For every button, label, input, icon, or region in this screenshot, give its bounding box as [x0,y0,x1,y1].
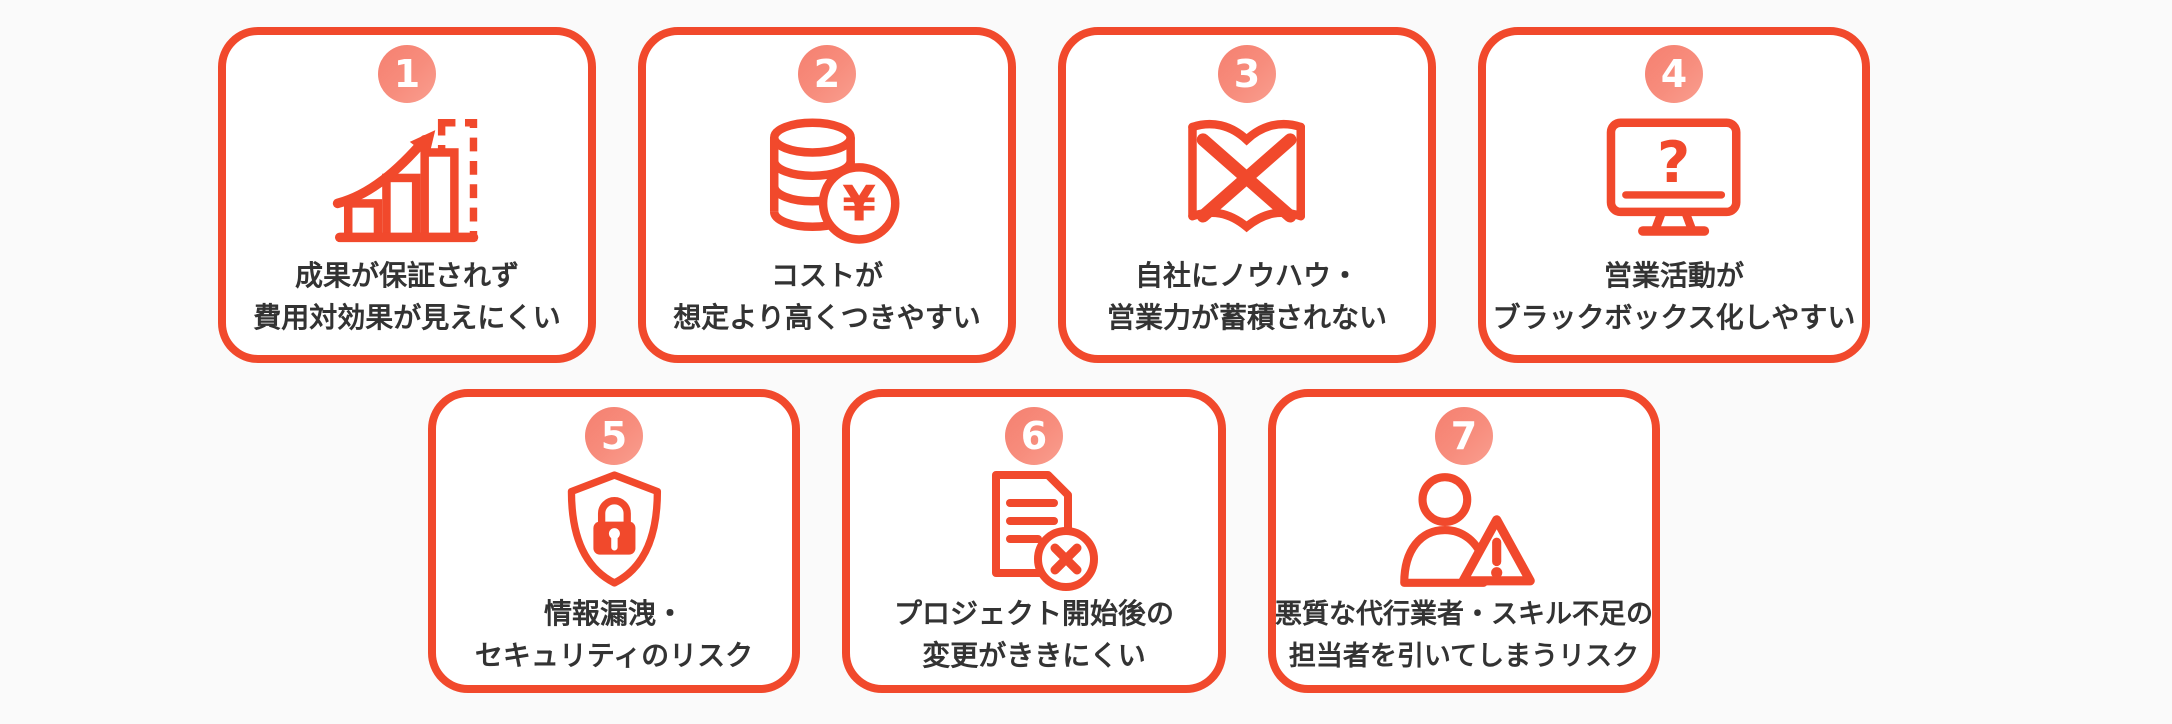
card-number: 7 [1450,414,1478,458]
book-x-icon [1066,103,1428,255]
card-label: プロジェクト開始後の 変更がききにくい [894,593,1174,677]
question-glyph: ? [1657,129,1690,196]
card-label-line: 営業活動が [1603,260,1744,291]
card-label-line: コストが [770,260,883,291]
number-badge-5: 5 [585,407,643,465]
card-label-line: プロジェクト開始後の [893,598,1174,629]
card-label-line: セキュリティのリスク [474,640,754,671]
card-label-line: 営業力が蓄積されない [1106,302,1387,333]
card-rows: 1 成果が保証されず 費用対効果が見えにくい [218,27,1870,693]
card-label-line: 担当者を引いてしまうリスク [1288,641,1640,671]
card-label-line: 費用対効果が見えにくい [253,302,561,333]
card-number: 5 [600,414,628,458]
risk-card-3: 3 自社にノウハウ・ 営業力が蓄積されない [1058,27,1436,363]
card-label-line: 悪質な代行業者・スキル不足の [1275,599,1653,629]
card-label-line: ブラックボックス化しやすい [1492,302,1856,333]
yen-glyph: ¥ [842,175,876,232]
risk-card-5: 5 情報漏洩・ セキュリティのリスク [428,389,800,693]
shield-lock-icon [436,465,792,593]
card-label-line: 成果が保証されず [294,260,519,291]
row-2: 5 情報漏洩・ セキュリティのリスク [428,389,1660,693]
card-number: 1 [393,52,421,96]
card-label: 自社にノウハウ・ 営業力が蓄積されない [1107,255,1387,339]
card-label: 成果が保証されず 費用対効果が見えにくい [253,255,560,339]
risk-card-6: 6 プロジェクト開始後の 変更がききにくい [842,389,1226,693]
document-x-icon [850,465,1218,593]
card-label: 情報漏洩・ セキュリティのリスク [475,593,753,677]
card-label-line: 変更がききにくい [922,640,1146,671]
risk-card-1: 1 成果が保証されず 費用対効果が見えにくい [218,27,596,363]
card-label-line: 想定より高くつきやすい [673,302,981,333]
coins-yen-icon: ¥ [646,103,1008,255]
card-label: 営業活動が ブラックボックス化しやすい [1493,255,1856,339]
risk-card-4: 4 ? 営業活動が ブラックボックス化しやすい [1478,27,1870,363]
number-badge-3: 3 [1218,45,1276,103]
number-badge-4: 4 [1645,45,1703,103]
number-badge-7: 7 [1435,407,1493,465]
card-number: 3 [1233,52,1261,96]
number-badge-2: 2 [798,45,856,103]
bar-chart-growth-icon [226,103,588,255]
risk-card-2: 2 ¥ コストが 想定より高くつきやす [638,27,1016,363]
card-label: コストが 想定より高くつきやすい [673,255,980,339]
number-badge-6: 6 [1005,407,1063,465]
person-warning-icon [1276,465,1652,593]
card-label-line: 情報漏洩・ [543,598,684,629]
card-number: 4 [1660,52,1688,96]
card-label: 悪質な代行業者・スキル不足の 担当者を引いてしまうリスク [1275,593,1653,677]
number-badge-1: 1 [378,45,436,103]
row-1: 1 成果が保証されず 費用対効果が見えにくい [218,27,1870,363]
risk-card-7: 7 悪質な代行業者・スキル不足の 担当者を引いてしまうリスク [1268,389,1660,693]
card-number: 2 [813,52,841,96]
card-number: 6 [1020,414,1048,458]
monitor-question-icon: ? [1486,103,1862,255]
card-label-line: 自社にノウハウ・ [1134,260,1359,291]
